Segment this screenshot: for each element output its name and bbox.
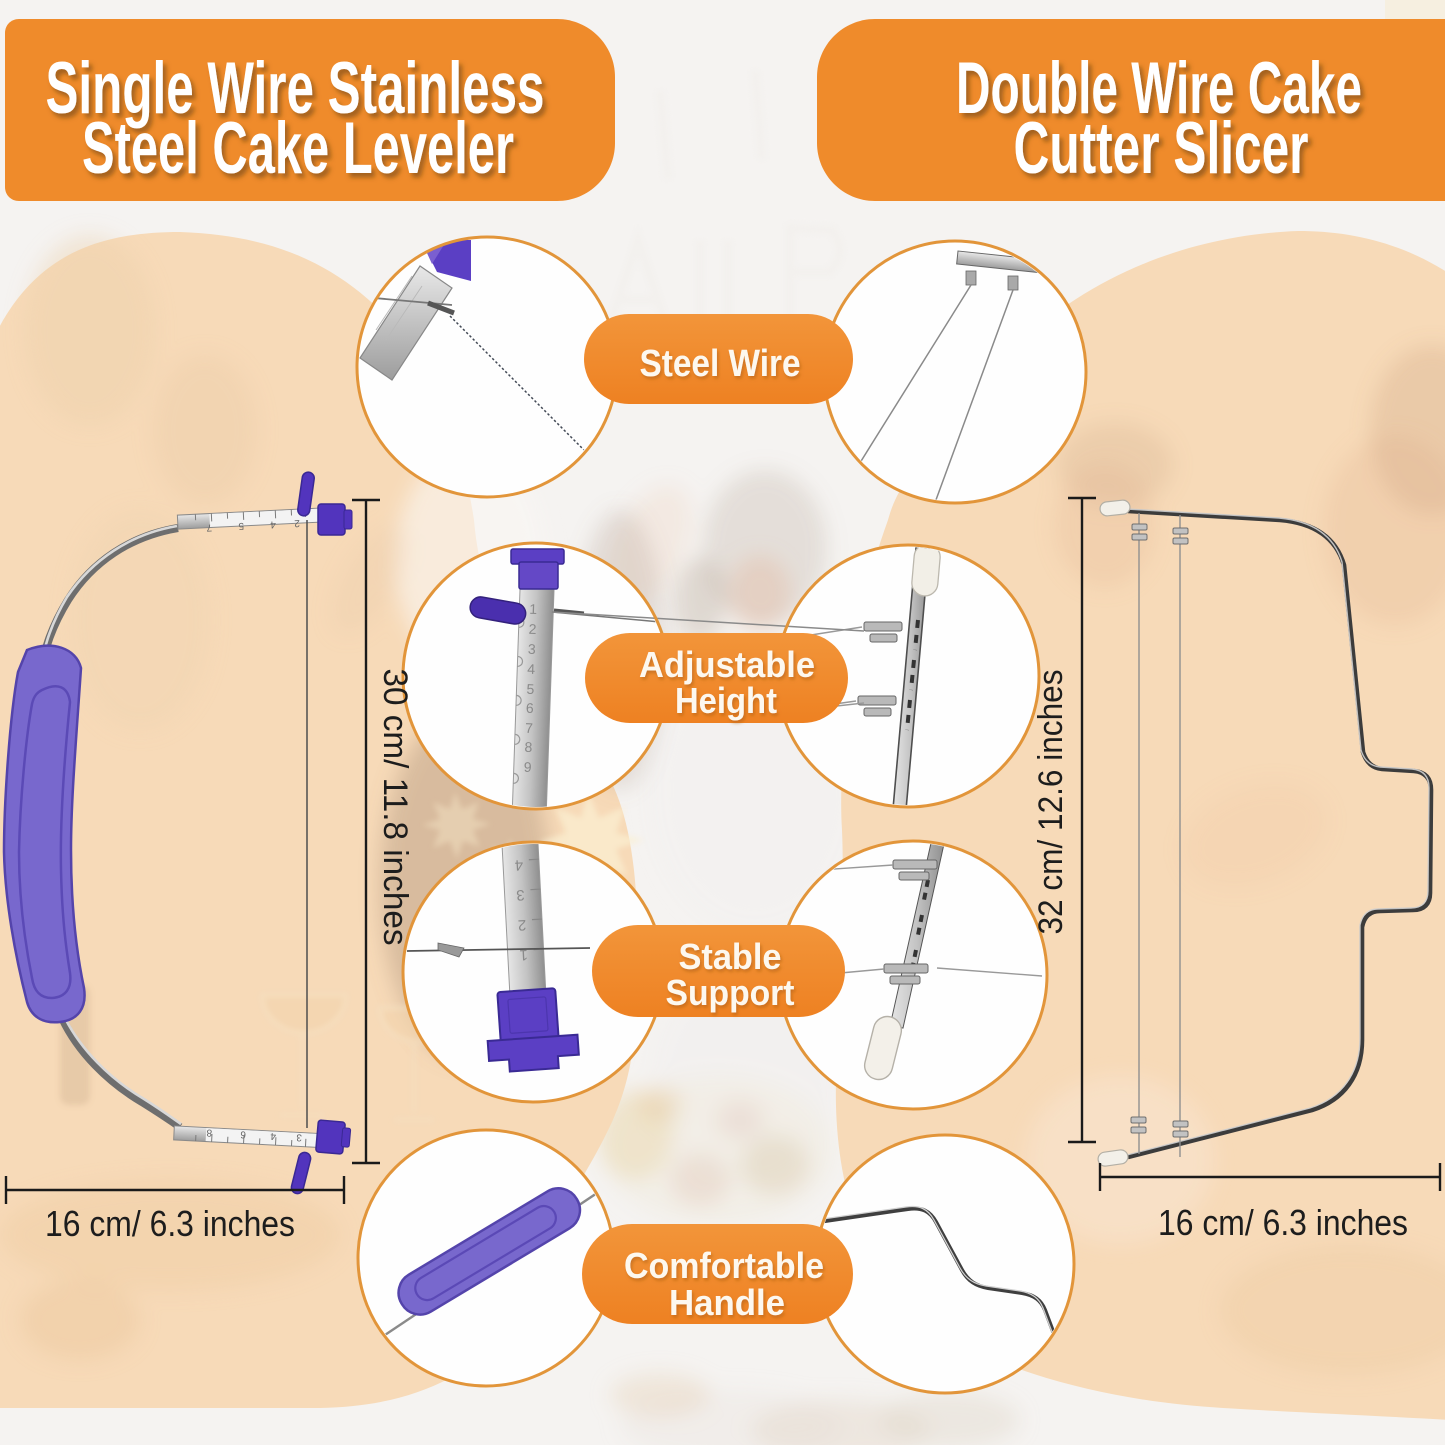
svg-text:2: 2 <box>528 621 537 637</box>
svg-text:9: 9 <box>524 759 533 775</box>
svg-text:3: 3 <box>296 1131 303 1142</box>
svg-text:30 cm/ 11.8 inches: 30 cm/ 11.8 inches <box>376 669 414 946</box>
svg-text:2: 2 <box>294 517 301 528</box>
svg-text:16 cm/ 6.3 inches: 16 cm/ 6.3 inches <box>45 1203 295 1244</box>
svg-text:5: 5 <box>526 681 535 697</box>
svg-text:Adjustable: Adjustable <box>639 644 815 685</box>
svg-text:8: 8 <box>524 739 533 755</box>
svg-text:2: 2 <box>517 916 526 933</box>
svg-text:4: 4 <box>270 518 277 529</box>
svg-text:Single Wire Stainless: Single Wire Stainless <box>46 48 545 129</box>
svg-text:5: 5 <box>238 520 245 531</box>
svg-text:4: 4 <box>527 661 536 677</box>
svg-text:32 cm/ 12.6 inches: 32 cm/ 12.6 inches <box>1032 670 1070 935</box>
svg-text:Steel Wire: Steel Wire <box>640 343 801 385</box>
svg-text:Handle: Handle <box>669 1282 785 1323</box>
svg-text:7: 7 <box>206 521 213 532</box>
svg-text:6: 6 <box>526 700 535 716</box>
svg-text:3: 3 <box>528 641 537 657</box>
svg-text:Double Wire Cake: Double Wire Cake <box>956 48 1362 129</box>
svg-text:7: 7 <box>525 720 534 736</box>
svg-text:Comfortable: Comfortable <box>624 1245 824 1286</box>
svg-text:16 cm/ 6.3 inches: 16 cm/ 6.3 inches <box>1158 1202 1408 1243</box>
svg-text:Stable: Stable <box>679 936 782 977</box>
svg-text:Height: Height <box>675 680 777 721</box>
svg-text:Support: Support <box>666 972 795 1013</box>
svg-text:Cutter Slicer: Cutter Slicer <box>1014 108 1309 189</box>
svg-text:Steel Cake Leveler: Steel Cake Leveler <box>82 108 514 189</box>
svg-text:4: 4 <box>514 856 523 873</box>
svg-text:4: 4 <box>270 1130 277 1141</box>
svg-text:6: 6 <box>240 1128 247 1139</box>
svg-text:1: 1 <box>519 946 528 963</box>
svg-text:3: 3 <box>516 886 525 903</box>
svg-text:8: 8 <box>206 1127 213 1138</box>
svg-text:1: 1 <box>529 601 538 617</box>
